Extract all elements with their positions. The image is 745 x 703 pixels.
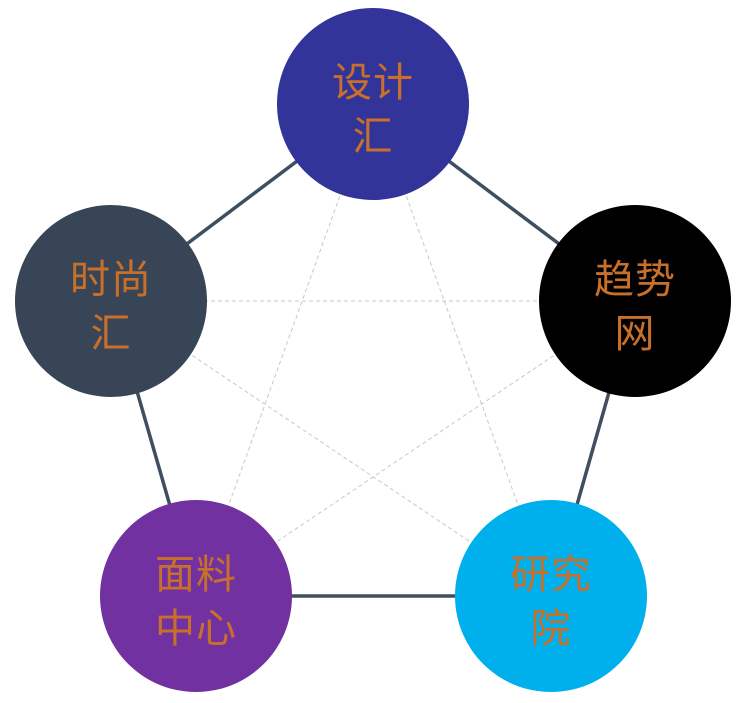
node-trend-label-line2: 网 bbox=[615, 311, 656, 357]
node-fabric[interactable]: 面料 中心 bbox=[100, 500, 292, 692]
node-design-label-line2: 汇 bbox=[353, 114, 394, 160]
node-fashion[interactable]: 时尚 汇 bbox=[15, 205, 207, 397]
node-fashion-circle bbox=[15, 205, 207, 397]
node-research-label-line2: 院 bbox=[531, 606, 572, 652]
node-trend-label-line1: 趋势 bbox=[594, 257, 676, 303]
node-design-circle bbox=[277, 8, 469, 200]
node-fashion-label-line1: 时尚 bbox=[70, 257, 152, 303]
node-research-circle bbox=[455, 500, 647, 692]
node-fashion-label-line2: 汇 bbox=[91, 311, 132, 357]
node-fabric-label-line2: 中心 bbox=[155, 606, 237, 652]
node-research-label-line1: 研究 bbox=[510, 552, 592, 598]
node-trend[interactable]: 趋势 网 bbox=[539, 205, 731, 397]
node-design-label-line1: 设计 bbox=[332, 60, 414, 106]
node-research[interactable]: 研究 院 bbox=[455, 500, 647, 692]
node-trend-circle bbox=[539, 205, 731, 397]
node-design[interactable]: 设计 汇 bbox=[277, 8, 469, 200]
node-fabric-circle bbox=[100, 500, 292, 692]
node-fabric-label-line1: 面料 bbox=[155, 552, 237, 598]
